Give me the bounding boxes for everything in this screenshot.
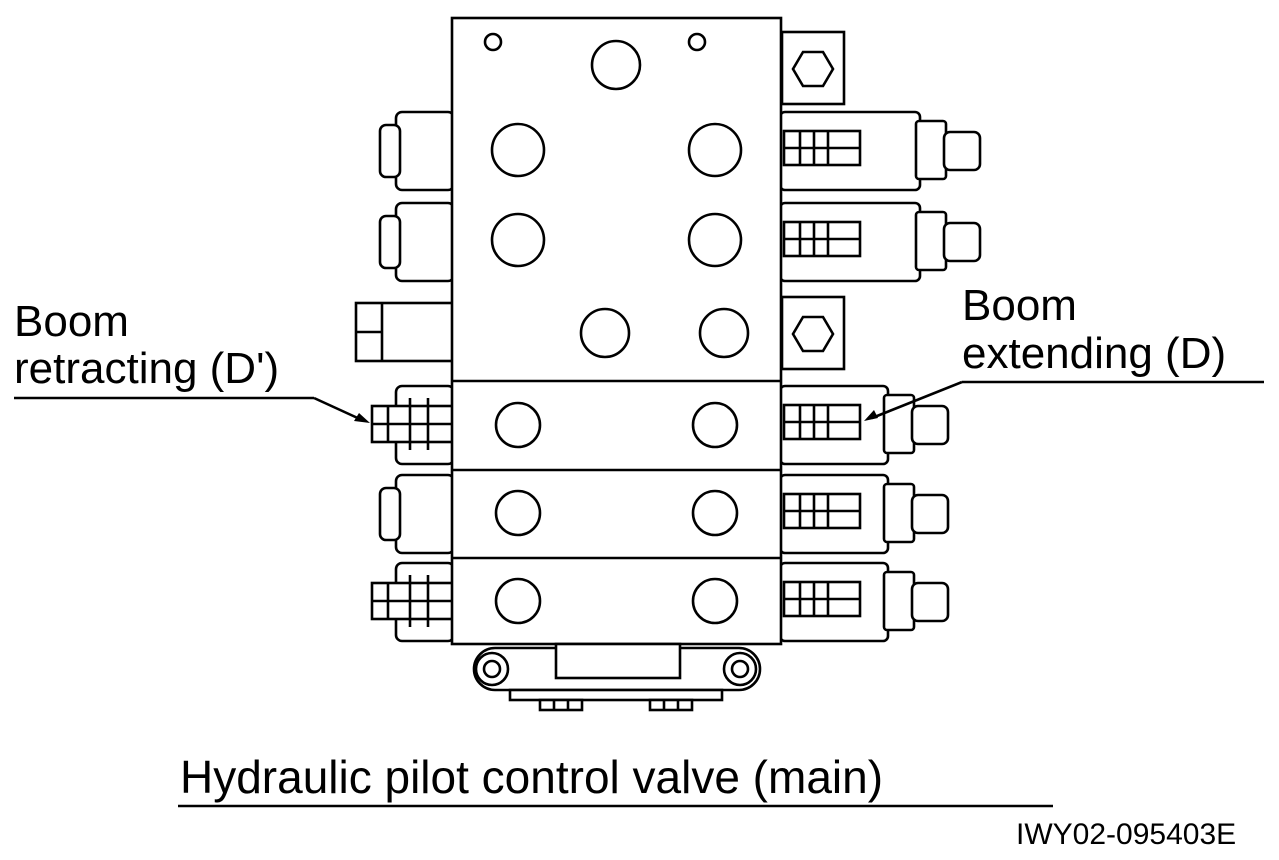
boom-extending-label-line1: Boom bbox=[962, 281, 1077, 330]
mounting-base bbox=[472, 642, 762, 712]
boom-extending-label-line2: extending (D) bbox=[962, 329, 1227, 378]
diagram-caption: Hydraulic pilot control valve (main) bbox=[180, 751, 884, 803]
left-cap-4 bbox=[378, 473, 456, 555]
middle-hex-bracket bbox=[780, 295, 846, 371]
right-spool-1 bbox=[778, 110, 982, 192]
boom-retracting-label-line2: retracting (D') bbox=[14, 344, 280, 393]
right-spool-3 bbox=[778, 384, 950, 466]
leader-boom-extending bbox=[864, 380, 1264, 421]
left-square-block bbox=[354, 301, 456, 363]
leader-boom-retracting bbox=[14, 396, 370, 423]
right-spool-5 bbox=[778, 561, 950, 643]
left-spool-5 bbox=[370, 561, 456, 643]
right-spool-2 bbox=[778, 201, 982, 283]
left-cap-2 bbox=[378, 201, 456, 283]
left-cap-1 bbox=[378, 110, 456, 192]
valve-body bbox=[450, 16, 783, 646]
body-ports bbox=[483, 32, 750, 625]
right-spool-4 bbox=[778, 473, 950, 555]
figure-code: IWY02-095403E bbox=[1016, 818, 1237, 851]
upper-hex-bracket bbox=[780, 30, 846, 106]
left-spool-3 bbox=[370, 384, 456, 466]
boom-retracting-label-line1: Boom bbox=[14, 297, 129, 346]
